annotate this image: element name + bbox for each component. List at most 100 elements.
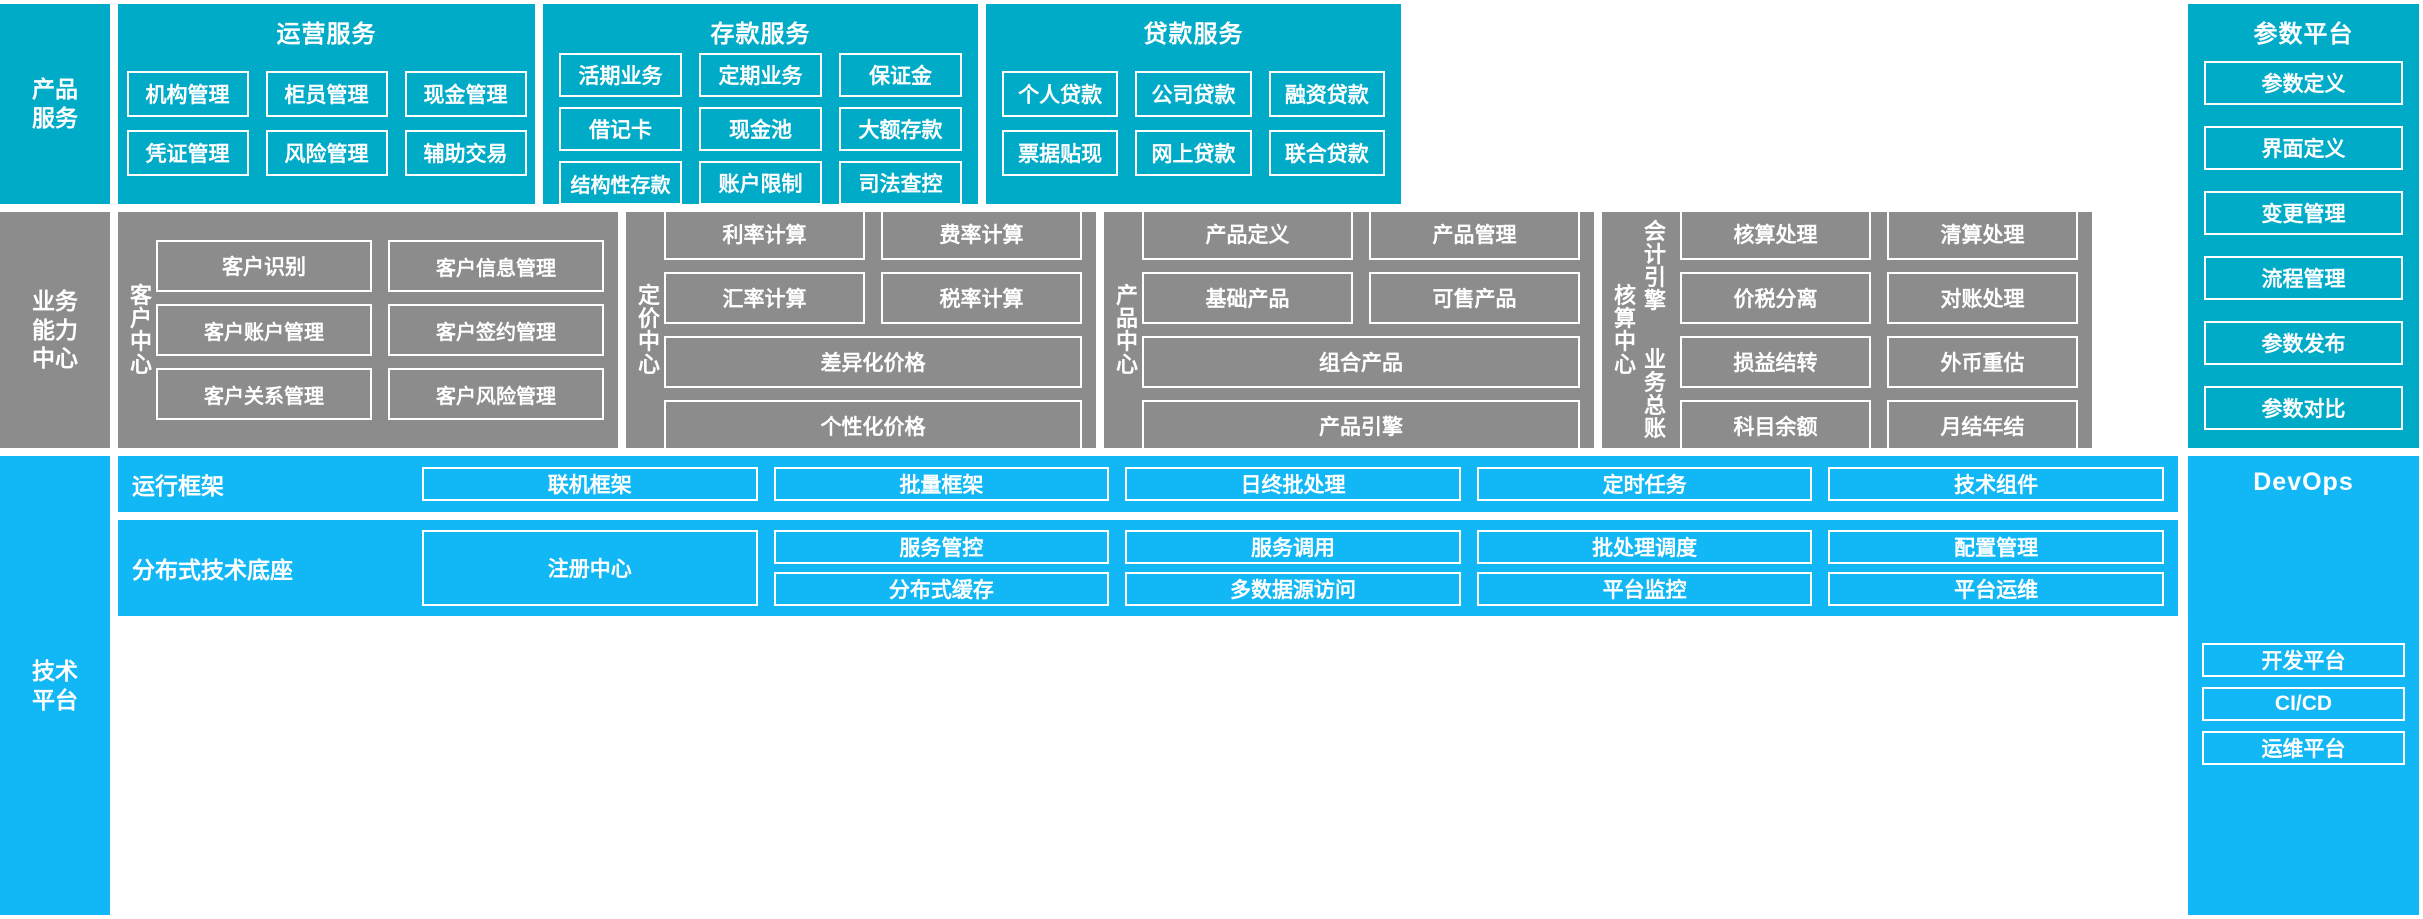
capability-cell[interactable]: 客户识别 xyxy=(156,240,373,292)
vertical-label-accounting-engine: 会 计 引 擎 xyxy=(1640,220,1670,312)
tech-cell[interactable]: 平台监控 xyxy=(1476,572,1813,606)
param-item[interactable]: 界面定义 xyxy=(2204,125,2403,170)
service-cell[interactable]: 融资贷款 xyxy=(1268,71,1385,117)
vlabel-char: 中 xyxy=(1614,329,1637,354)
devops-item[interactable]: 运维平台 xyxy=(2202,731,2405,765)
devops-item[interactable]: CI/CD xyxy=(2202,687,2405,721)
capability-cell[interactable]: 费率计算 xyxy=(881,208,1083,260)
tech-column: 配置管理 平台运维 xyxy=(1828,530,2164,606)
param-item[interactable]: 参数定义 xyxy=(2204,60,2403,105)
capability-cell[interactable]: 产品定义 xyxy=(1142,208,1354,260)
group-row: 机构管理 柜员管理 现金管理 xyxy=(126,71,527,117)
capability-cell[interactable]: 产品管理 xyxy=(1369,208,1581,260)
capability-cell[interactable]: 客户关系管理 xyxy=(156,368,373,420)
tech-cell[interactable]: 平台运维 xyxy=(1828,572,2164,606)
tech-cell[interactable]: 联机框架 xyxy=(422,467,758,501)
capability-cell[interactable]: 损益结转 xyxy=(1680,336,1872,388)
capability-cell[interactable]: 差异化价格 xyxy=(664,336,1082,388)
param-item[interactable]: 参数对比 xyxy=(2204,386,2403,431)
capability-cell[interactable]: 科目余额 xyxy=(1680,400,1872,452)
group-title-operation-service: 运营服务 xyxy=(276,21,377,48)
group-row: 凭证管理 风险管理 辅助交易 xyxy=(126,130,527,176)
service-cell[interactable]: 风险管理 xyxy=(265,130,388,176)
param-item[interactable]: 流程管理 xyxy=(2204,256,2403,301)
service-cell[interactable]: 现金管理 xyxy=(404,71,527,117)
tech-cell[interactable]: 多数据源访问 xyxy=(1125,572,1461,606)
capability-cell[interactable]: 客户账户管理 xyxy=(156,304,373,356)
tech-cell[interactable]: 定时任务 xyxy=(1476,467,1813,501)
tech-cell[interactable]: 技术组件 xyxy=(1828,467,2164,501)
param-platform-title: 参数平台 xyxy=(2253,21,2354,48)
vertical-label-business-ledger: 业 务 总 账 xyxy=(1640,348,1670,440)
tech-cell[interactable]: 分布式缓存 xyxy=(773,572,1110,606)
accounting-engine-section: 会 计 引 擎 核算处理 清算处理 价税分离 对账处理 xyxy=(1640,208,2078,324)
capability-cell[interactable]: 汇率计算 xyxy=(664,272,866,324)
group-row: 个人贷款 公司贷款 融资贷款 xyxy=(1002,71,1385,117)
service-cell[interactable]: 柜员管理 xyxy=(265,71,388,117)
tech-cell-registry[interactable]: 注册中心 xyxy=(422,530,758,606)
row-label-product-service: 产品 服务 xyxy=(0,4,110,204)
vlabel-char: 心 xyxy=(1116,352,1139,378)
capability-cell[interactable]: 客户签约管理 xyxy=(388,304,605,356)
row-label-line-1: 技术 xyxy=(32,657,78,684)
tech-cell[interactable]: 批处理调度 xyxy=(1476,530,1813,564)
capability-cell[interactable]: 利率计算 xyxy=(664,208,866,260)
group-row: 票据贴现 网上贷款 联合贷款 xyxy=(1002,130,1385,176)
tech-cell[interactable]: 服务管控 xyxy=(773,530,1110,564)
group-title-loan-service: 贷款服务 xyxy=(1143,21,1244,48)
service-cell[interactable]: 公司贷款 xyxy=(1135,71,1252,117)
capability-cell[interactable]: 可售产品 xyxy=(1369,272,1581,324)
group-pricing-center: 定 价 中 心 利率计算 费率计算 汇率计算 税率计算 差异化价格 个性化价格 xyxy=(626,208,1096,452)
capability-cell[interactable]: 基础产品 xyxy=(1142,272,1354,324)
service-cell[interactable]: 联合贷款 xyxy=(1268,130,1385,176)
capability-cell[interactable]: 清算处理 xyxy=(1887,208,2078,260)
tech-cell[interactable]: 日终批处理 xyxy=(1125,467,1461,501)
param-item[interactable]: 变更管理 xyxy=(2204,190,2403,235)
vlabel-char: 定 xyxy=(638,282,661,308)
service-cell[interactable]: 定期业务 xyxy=(699,53,822,97)
service-cell[interactable]: 借记卡 xyxy=(559,107,682,151)
capability-cell[interactable]: 核算处理 xyxy=(1680,208,1872,260)
vertical-label-product-center: 产 品 中 心 xyxy=(1112,220,1142,440)
service-cell[interactable]: 现金池 xyxy=(699,107,822,151)
capability-cell[interactable]: 客户信息管理 xyxy=(388,240,605,292)
capability-cell[interactable]: 价税分离 xyxy=(1680,272,1872,324)
tech-cell[interactable]: 配置管理 xyxy=(1828,530,2164,564)
service-cell[interactable]: 凭证管理 xyxy=(126,130,249,176)
row-tech-platform: 技术 平台 运行框架 联机框架 批量框架 日终批处理 定时任务 技术组件 分布式… xyxy=(0,456,2423,915)
capability-cell[interactable]: 组合产品 xyxy=(1142,336,1580,388)
service-cell[interactable]: 辅助交易 xyxy=(404,130,527,176)
distributed-foundation-band: 分布式技术底座 注册中心 服务管控 分布式缓存 服务调用 多数据源访问 批处理调… xyxy=(118,520,2178,616)
devops-item[interactable]: 开发平台 xyxy=(2202,643,2405,677)
service-cell[interactable]: 网上贷款 xyxy=(1135,130,1252,176)
param-item[interactable]: 参数发布 xyxy=(2204,321,2403,366)
capability-cell[interactable]: 月结年结 xyxy=(1887,400,2078,452)
tech-cell[interactable]: 批量框架 xyxy=(773,467,1110,501)
vlabel-char: 心 xyxy=(130,352,153,378)
service-cell[interactable]: 结构性存款 xyxy=(559,161,682,205)
service-cell[interactable]: 活期业务 xyxy=(559,53,682,97)
service-cell[interactable]: 账户限制 xyxy=(699,161,822,205)
group-deposit-service: 存款服务 活期业务 定期业务 保证金 借记卡 现金池 大额存款 结构性存款 账户… xyxy=(543,4,978,205)
service-cell[interactable]: 个人贷款 xyxy=(1002,71,1119,117)
service-cell[interactable]: 票据贴现 xyxy=(1002,130,1119,176)
capability-cell[interactable]: 对账处理 xyxy=(1887,272,2078,324)
service-cell[interactable]: 大额存款 xyxy=(839,107,962,151)
service-cell[interactable]: 机构管理 xyxy=(126,71,249,117)
vlabel-char: 中 xyxy=(1116,329,1139,354)
capability-cell[interactable]: 外币重估 xyxy=(1887,336,2078,388)
service-cell[interactable]: 司法查控 xyxy=(839,161,962,205)
group-row: 个性化价格 xyxy=(664,400,1082,452)
vlabel-char: 会 xyxy=(1644,218,1667,244)
capability-cell[interactable]: 税率计算 xyxy=(881,272,1083,324)
capability-cell[interactable]: 个性化价格 xyxy=(664,400,1082,452)
row-label-business-capability: 业务 能力 中心 xyxy=(0,212,110,448)
group-row: 客户识别 客户信息管理 xyxy=(156,240,605,292)
vlabel-char: 品 xyxy=(1116,305,1139,331)
service-cell[interactable]: 保证金 xyxy=(839,53,962,97)
tech-cell[interactable]: 服务调用 xyxy=(1125,530,1461,564)
row-product-service: 产品 服务 运营服务 机构管理 柜员管理 现金管理 凭证管理 风险管理 辅助交易 xyxy=(0,4,2423,205)
capability-cell[interactable]: 客户风险管理 xyxy=(388,368,605,420)
capability-cell[interactable]: 产品引擎 xyxy=(1142,400,1580,452)
distributed-foundation-label: 分布式技术底座 xyxy=(132,557,293,583)
